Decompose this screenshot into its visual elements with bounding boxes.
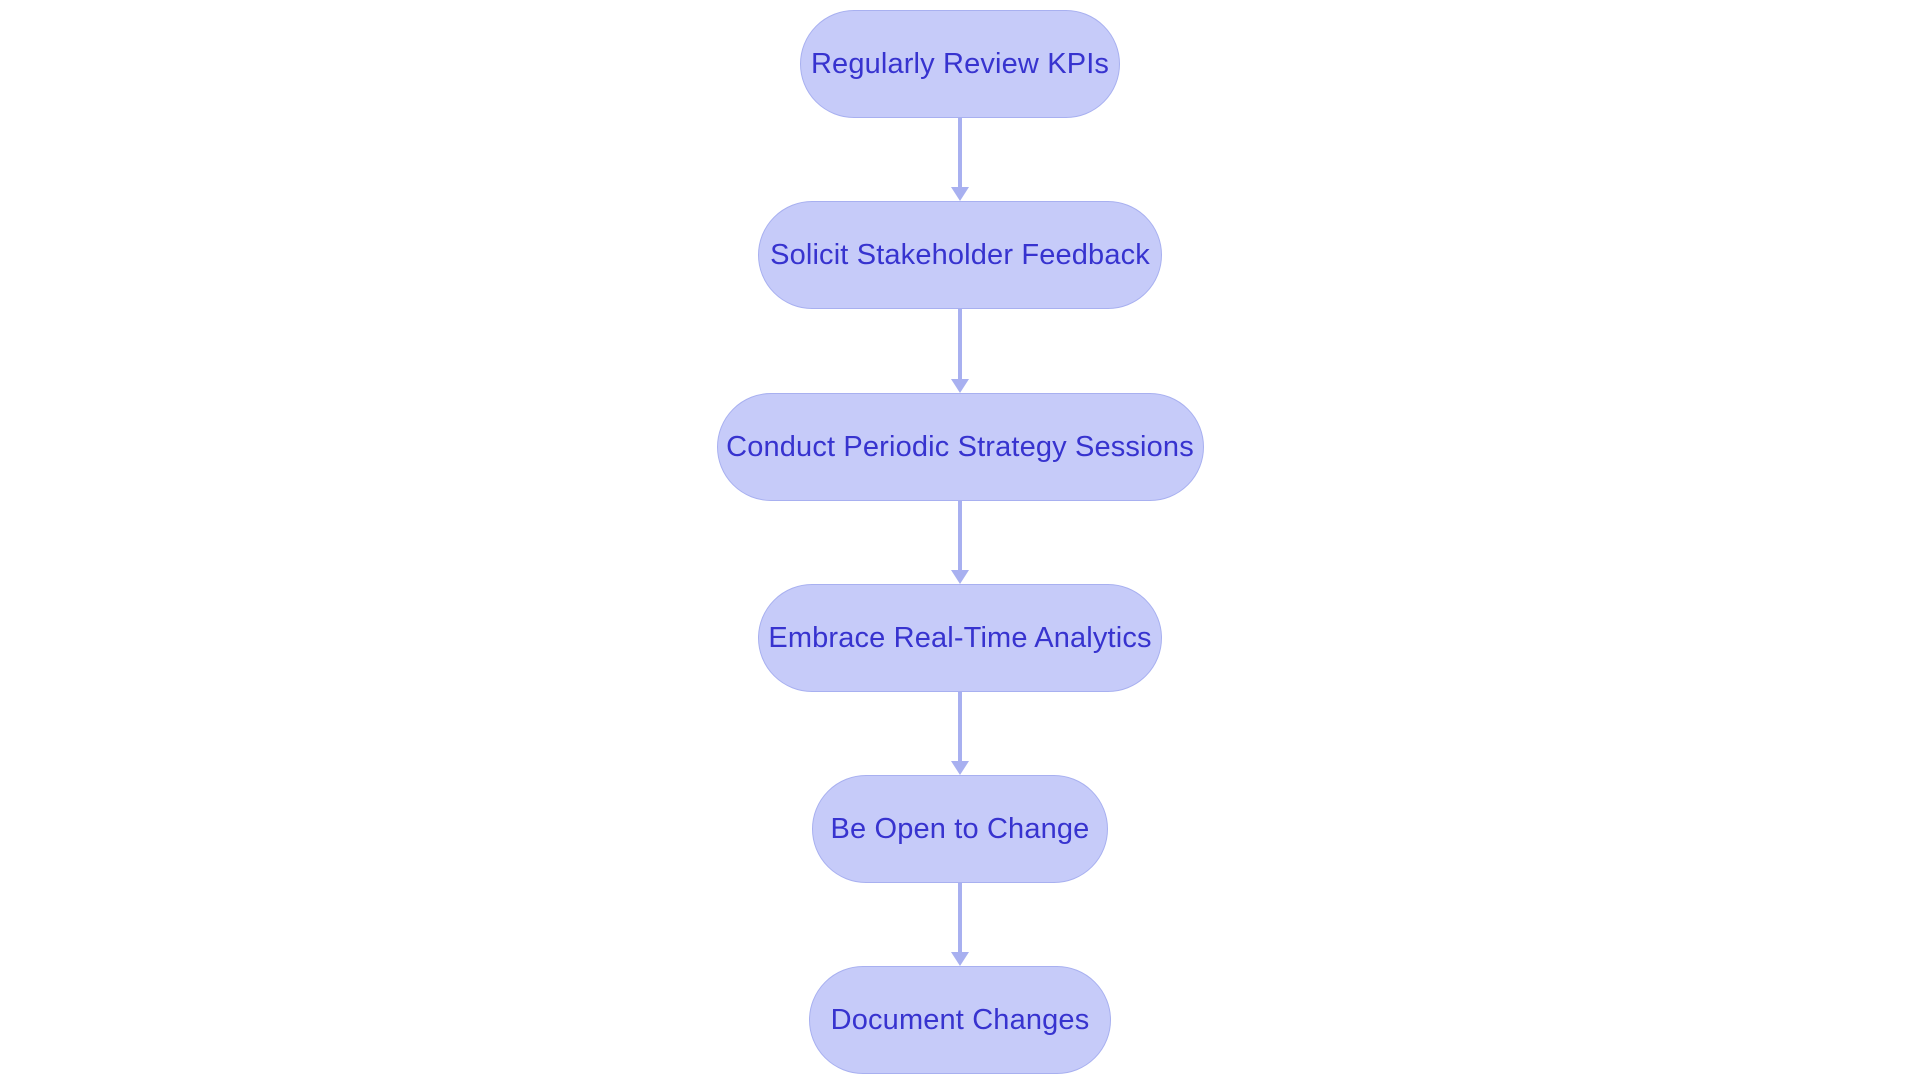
flow-edge-n4-n5: [951, 692, 969, 775]
flow-node-label: Regularly Review KPIs: [810, 47, 1110, 80]
flow-edge-n3-n4: [951, 501, 969, 584]
flow-node-be-open-to-change[interactable]: Be Open to Change: [812, 775, 1108, 883]
down-arrow-icon: [951, 570, 969, 584]
flow-edge-line: [958, 883, 962, 952]
flow-node-conduct-periodic-strategy-sessions[interactable]: Conduct Periodic Strategy Sessions: [716, 393, 1204, 501]
flow-node-regularly-review-kpis[interactable]: Regularly Review KPIs: [800, 10, 1120, 118]
flow-node-label: Document Changes: [830, 1003, 1090, 1036]
flow-edge-line: [958, 309, 962, 379]
flow-edge-line: [958, 118, 962, 187]
down-arrow-icon: [951, 952, 969, 966]
flow-node-label: Solicit Stakeholder Feedback: [770, 238, 1150, 271]
flow-edge-n5-n6: [951, 883, 969, 966]
down-arrow-icon: [951, 187, 969, 201]
flow-edge-n1-n2: [951, 118, 969, 201]
flow-node-document-changes[interactable]: Document Changes: [809, 966, 1111, 1074]
down-arrow-icon: [951, 761, 969, 775]
flow-node-label: Conduct Periodic Strategy Sessions: [726, 430, 1194, 463]
down-arrow-icon: [951, 379, 969, 393]
flow-node-label: Be Open to Change: [830, 812, 1090, 845]
flow-node-label: Embrace Real-Time Analytics: [768, 621, 1152, 654]
flow-node-solicit-stakeholder-feedback[interactable]: Solicit Stakeholder Feedback: [758, 201, 1162, 309]
flow-node-embrace-real-time-analytics[interactable]: Embrace Real-Time Analytics: [758, 584, 1162, 692]
flow-edge-line: [958, 692, 962, 761]
flow-edge-n2-n3: [951, 309, 969, 393]
flow-edge-line: [958, 501, 962, 570]
